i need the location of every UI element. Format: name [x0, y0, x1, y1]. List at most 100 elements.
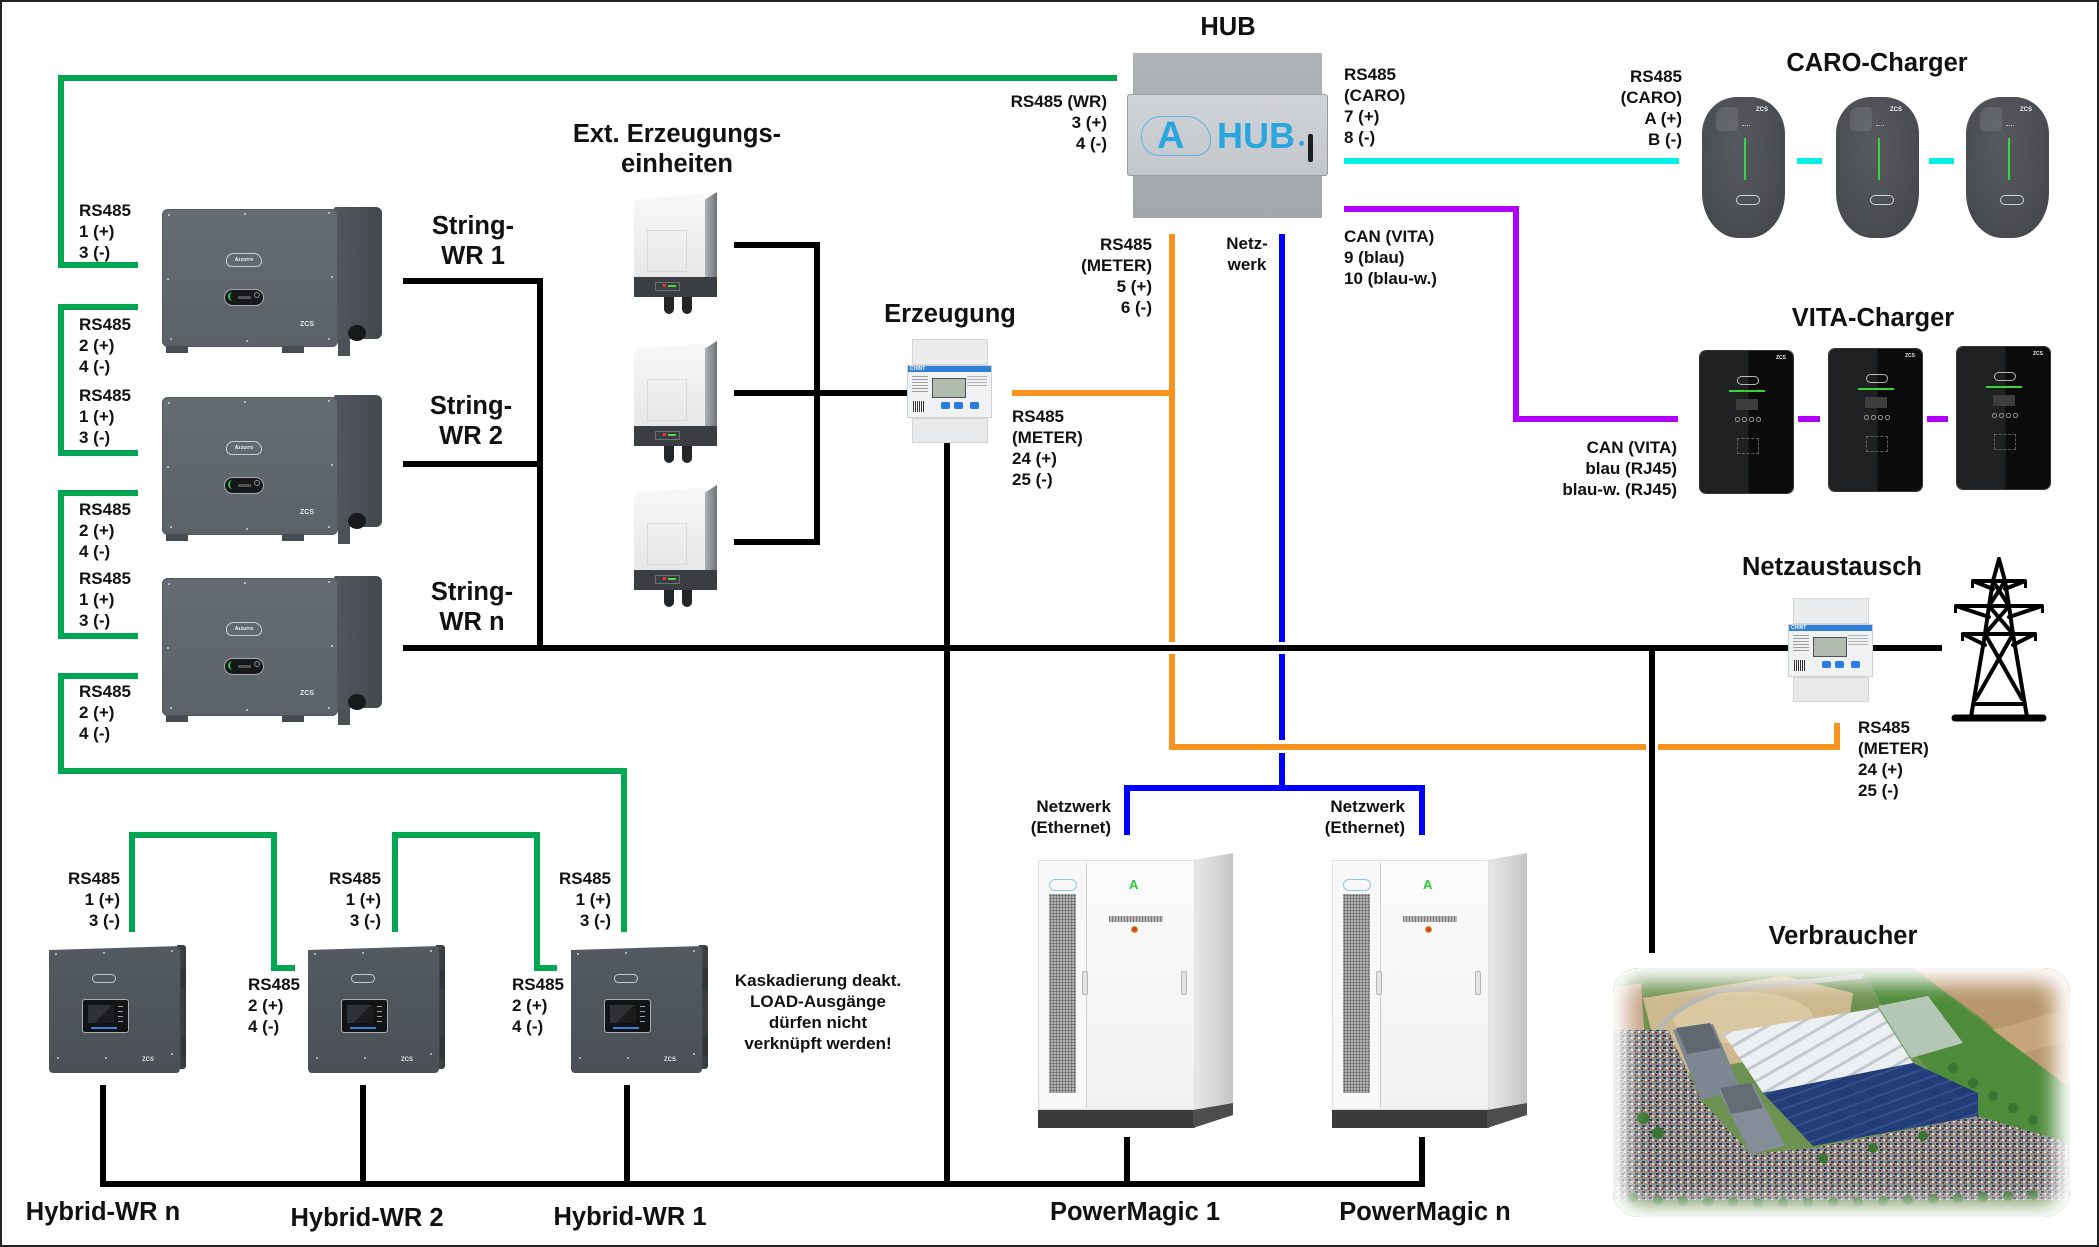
label-line: 2 (+)	[79, 703, 115, 722]
meter-terminal-top	[1793, 598, 1869, 624]
label-line: 25 (-)	[1012, 470, 1053, 489]
hub-port-wr-label: RS485 (WR) 3 (+) 4 (-)	[1011, 91, 1107, 154]
inverter-foot	[282, 346, 304, 353]
label-line: 4 (-)	[248, 1017, 280, 1036]
string-inverter-n: Azzurro ZCS	[162, 574, 382, 728]
rs485-meter-wire-hub-lower	[1169, 654, 1646, 750]
cabinet-plinth	[1332, 1110, 1489, 1128]
meter-model-text	[1848, 635, 1868, 645]
label-line: (Ethernet)	[1324, 818, 1405, 837]
vita-charger-3: ZCS	[1957, 347, 2050, 489]
mounting-bracket	[703, 1037, 708, 1057]
grid-meter: CHINT	[1788, 598, 1873, 702]
meter-button	[954, 402, 963, 409]
hub-port-network-label: Netz- werk	[1226, 233, 1268, 275]
led-red	[663, 433, 666, 436]
hybrid-2-title: Hybrid-WR 2	[290, 1204, 444, 1232]
display-button	[254, 480, 260, 486]
string-wr2-rs485-out-label: RS485 2 (+) 4 (-)	[79, 499, 131, 562]
azzurro-logo	[92, 974, 116, 983]
label-line: RS485	[79, 315, 131, 334]
charger-status-icons	[1991, 412, 2019, 419]
external-inverter-3	[634, 485, 717, 607]
meter-button	[1835, 661, 1844, 668]
string-wr1-rs485-out-label: RS485 2 (+) 4 (-)	[79, 314, 131, 377]
hybrid-n-rs485-in-label: RS485 1 (+) 3 (-)	[68, 868, 120, 931]
label-line: 4 (-)	[512, 1017, 544, 1036]
charger-highlight	[1716, 107, 1738, 131]
inverter-display	[224, 289, 264, 306]
can-vita-wires	[1344, 206, 1948, 422]
inverter-side-housing	[436, 945, 445, 1069]
inverter-display	[341, 999, 388, 1033]
grid-meter-port-label: RS485 (METER) 24 (+) 25 (-)	[1858, 717, 1929, 801]
charger-display	[1865, 397, 1887, 408]
label-line: 1 (+)	[84, 890, 120, 909]
cable-gland	[682, 590, 692, 607]
network-wires	[1124, 234, 1425, 835]
chint-logo: CHINT	[908, 366, 991, 372]
mounting-bracket	[338, 339, 350, 356]
note-line: verknüpft werden!	[744, 1034, 892, 1053]
azzurro-logo: Azzurro	[226, 441, 262, 455]
zcs-logo: ZCS	[300, 509, 314, 516]
nfc-reader-icon	[1737, 438, 1759, 454]
consumer-building-photo	[1613, 968, 2070, 1217]
led-red	[663, 284, 666, 287]
meter-button	[941, 402, 950, 409]
label-line: 1 (+)	[79, 590, 115, 609]
consumers-title: Verbraucher	[1768, 922, 1918, 950]
label-line: (CARO)	[1344, 86, 1406, 105]
caro-charger-2: ZCS	[1836, 97, 1919, 238]
inverter-display	[82, 999, 129, 1033]
status-led-bar	[1986, 386, 2022, 388]
door-handle	[1376, 971, 1382, 995]
zcs-logo: ZCS	[300, 690, 314, 697]
label-line: 9 (blau)	[1344, 248, 1405, 267]
label-line: Netzwerk	[1330, 797, 1405, 816]
meter-button	[970, 402, 979, 409]
cable-gland	[348, 325, 366, 341]
display-screen	[347, 1005, 373, 1023]
cabinet-side	[1487, 853, 1527, 1110]
note-line: LOAD-Ausgänge	[750, 992, 886, 1011]
meter-model-text	[967, 376, 987, 386]
label-line: RS485	[1858, 718, 1910, 737]
cable-gland	[664, 446, 674, 463]
label-line: 3 (-)	[79, 243, 111, 262]
string-inverter-1: Azzurro ZCS	[162, 205, 382, 359]
azzurro-logo	[1736, 195, 1760, 205]
label-line: RS485 (WR)	[1010, 92, 1107, 111]
led-strip	[655, 575, 680, 584]
charger-display	[1993, 395, 2015, 406]
inverter-side-housing	[334, 395, 382, 527]
inverter-side-housing	[334, 207, 382, 339]
vita-charger-port-label: CAN (VITA) blau (RJ45) blau-w. (RJ45)	[1562, 437, 1677, 500]
led-green	[668, 285, 676, 287]
display-keys	[118, 1006, 123, 1022]
hub-port-meter-label: RS485 (METER) 5 (+) 6 (-)	[1081, 234, 1152, 318]
label-line: (METER)	[1081, 256, 1152, 275]
label-line: RS485	[79, 569, 131, 588]
screws	[168, 583, 170, 585]
hybrid-n-title: Hybrid-WR n	[25, 1198, 181, 1226]
screws	[55, 953, 57, 955]
cascade-warning-note: Kaskadierung deakt. LOAD-Ausgänge dürfen…	[735, 970, 901, 1054]
cable-gland	[682, 446, 692, 463]
label-line: Netz-	[1226, 234, 1268, 253]
generation-meter-title: Erzeugung	[884, 300, 1016, 328]
meter-button	[1851, 661, 1860, 668]
label-line: 2 (+)	[79, 336, 115, 355]
label-line: RS485	[1100, 235, 1152, 254]
inverter-foot	[282, 715, 304, 722]
label-line: 3 (-)	[88, 911, 120, 930]
label-line: 6 (-)	[1120, 298, 1152, 317]
string-wrn-title: String- WR n	[431, 577, 513, 637]
cloud-logo-icon	[1141, 116, 1211, 156]
powermagic-n-network-label: Netzwerk (Ethernet)	[1325, 796, 1405, 838]
label-line: A (+)	[1644, 109, 1682, 128]
connection-band	[634, 426, 717, 446]
mounting-bracket	[181, 1037, 186, 1057]
